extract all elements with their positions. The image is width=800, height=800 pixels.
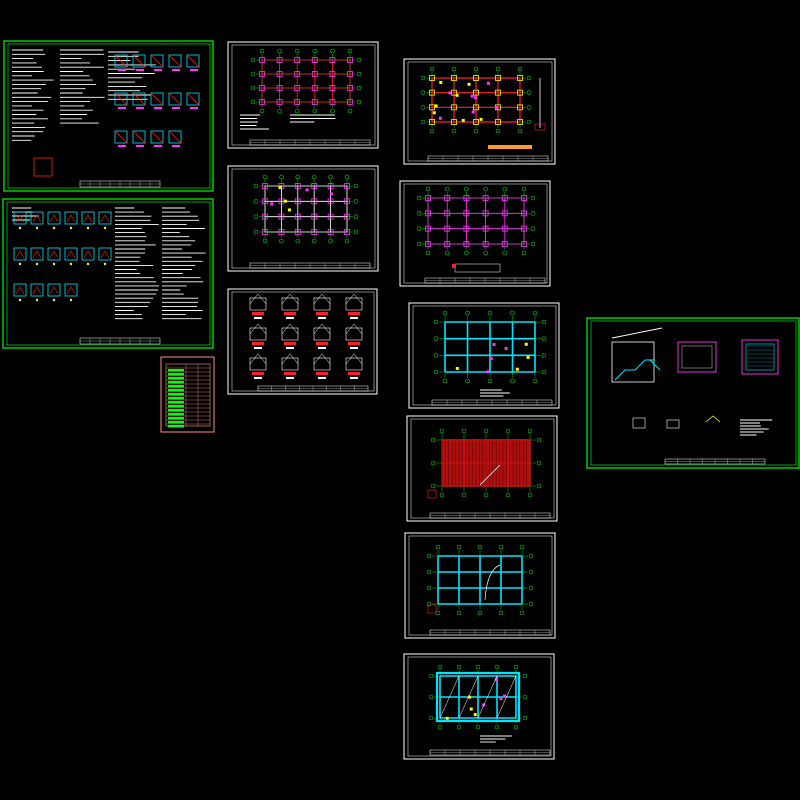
- sheet-general-notes-2[interactable]: [2, 198, 214, 349]
- sheet-drawing-index[interactable]: [160, 356, 215, 433]
- sheet-foundation-details[interactable]: [227, 288, 378, 395]
- sheet-beam-plan-1[interactable]: [403, 58, 556, 165]
- sheet-foundation-plan[interactable]: [227, 41, 379, 149]
- sheet-slab-plan-1[interactable]: [408, 302, 560, 409]
- sheet-stair-details[interactable]: [586, 317, 800, 469]
- sheet-slab-reinforcement-plan[interactable]: [406, 415, 558, 522]
- sheet-column-plan[interactable]: [399, 180, 551, 287]
- sheet-column-layout-plan[interactable]: [227, 165, 379, 272]
- sheet-roof-beam-plan[interactable]: [404, 532, 556, 639]
- sheet-roof-slab-plan[interactable]: [403, 653, 555, 760]
- sheet-general-notes-1[interactable]: [3, 40, 214, 192]
